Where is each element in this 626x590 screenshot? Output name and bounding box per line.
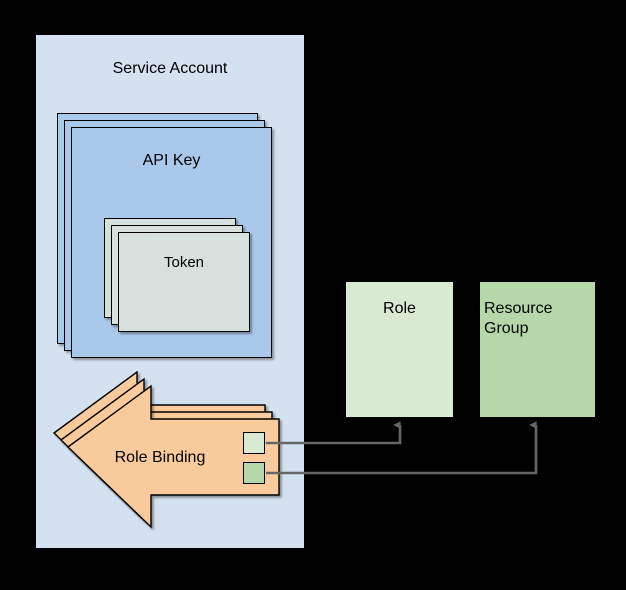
role-box[interactable] [345,281,454,418]
token-card[interactable] [118,232,250,332]
edge-rolebinding-to-role [266,421,402,445]
resource-group-port-swatch[interactable] [243,462,265,484]
resource-group-box[interactable] [479,281,596,418]
edge-rolebinding-to-resource-group [266,421,538,475]
role-port-swatch[interactable] [243,432,265,454]
